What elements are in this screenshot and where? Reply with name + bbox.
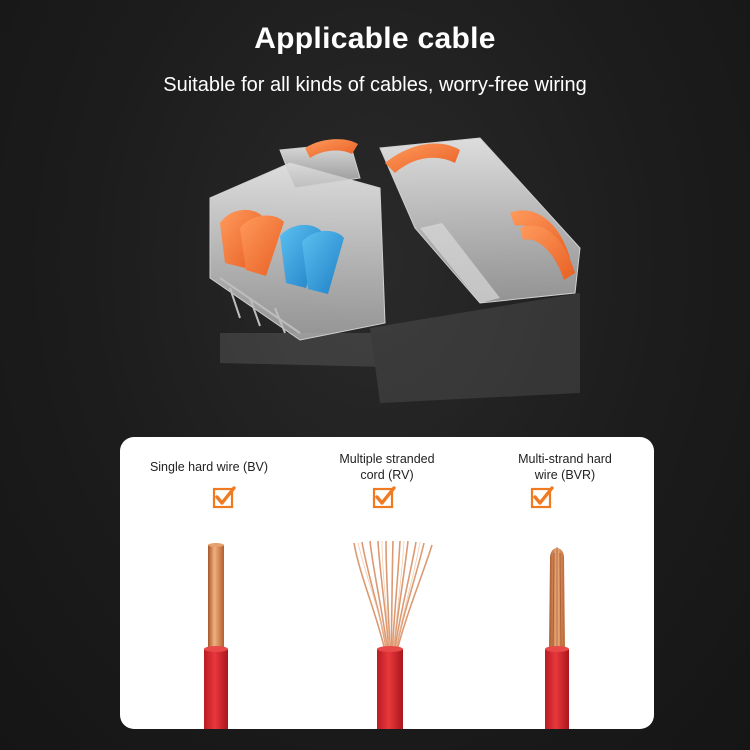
cable-label: Multi-strand hard wire (BVR): [476, 451, 654, 483]
connector-right: [379, 137, 581, 304]
page-subtitle: Suitable for all kinds of cables, worry-…: [163, 74, 587, 96]
single-hard-wire-image: [204, 543, 228, 729]
check-icon: [212, 486, 236, 509]
cable-label-line2: wire (BVR): [534, 468, 596, 482]
cable-panel: Single hard wire (BV): [120, 437, 654, 729]
check-icon: [372, 486, 396, 509]
cable-label-line2: cord (RV): [360, 468, 414, 482]
multiple-stranded-cord-image: [353, 540, 433, 729]
cable-column-bvr: Multi-strand hard wire (BVR): [476, 437, 654, 729]
wire-connector-image: [209, 137, 581, 403]
cable-column-rv: Multiple stranded cord (RV): [298, 437, 476, 729]
multi-strand-hard-wire-image: [545, 547, 569, 729]
connector-left: [209, 139, 386, 341]
cable-label-line1: Multi-strand hard: [518, 452, 612, 466]
check-icon: [530, 486, 554, 509]
cable-label: Multiple stranded cord (RV): [298, 451, 476, 483]
page-title: Applicable cable: [254, 22, 496, 55]
cable-column-bv: Single hard wire (BV): [120, 437, 298, 729]
cable-label-line1: Single hard wire (BV): [149, 460, 269, 474]
cable-label: Single hard wire (BV): [120, 459, 298, 475]
cable-label-line1: Multiple stranded: [339, 452, 435, 466]
